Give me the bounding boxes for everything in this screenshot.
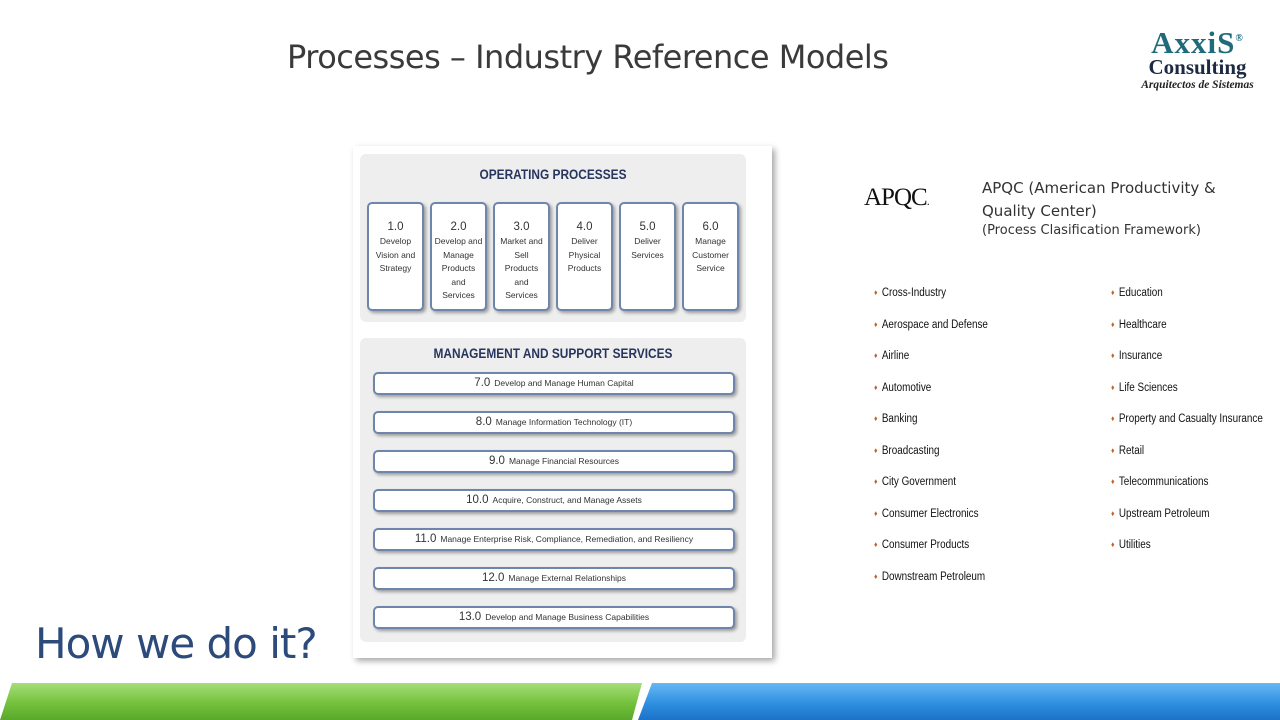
bullet-icon: ♦ <box>874 445 878 455</box>
industry-label: Property and Casualty Insurance <box>1118 413 1263 425</box>
industry-label: Upstream Petroleum <box>1118 507 1210 520</box>
industry-item: ♦Consumer Electronics <box>874 506 988 538</box>
bullet-icon: ♦ <box>1111 540 1115 549</box>
industry-item: ♦Utilities <box>1111 537 1263 569</box>
industry-item: ♦City Government <box>874 474 988 506</box>
industry-label: Cross-Industry <box>881 287 947 299</box>
industry-label: City Government <box>881 476 957 488</box>
industry-label: Life Sciences <box>1118 381 1178 394</box>
industry-item: ♦Property and Casualty Insurance <box>1111 411 1263 443</box>
industry-item: ♦Automotive <box>874 380 988 412</box>
bullet-icon: ♦ <box>1111 351 1115 360</box>
industry-item: ♦Cross-Industry <box>874 285 988 317</box>
bullet-icon: ♦ <box>874 382 878 392</box>
industry-list-left: ♦Cross-Industry♦Aerospace and Defense♦Ai… <box>874 285 1006 600</box>
industry-item: ♦Consumer Products <box>874 537 988 569</box>
industry-label: Utilities <box>1118 539 1151 551</box>
industry-item: ♦Telecommunications <box>1111 474 1263 506</box>
footer-question: How we do it? <box>35 619 318 668</box>
industry-item: ♦Downstream Petroleum <box>874 569 988 601</box>
industry-label: Education <box>1118 287 1163 299</box>
footer-bar-blue <box>638 683 1280 720</box>
industry-label: Retail <box>1118 444 1145 457</box>
apqc-subtitle: (Process Clasification Framework) <box>982 223 1201 238</box>
industry-label: Consumer Products <box>881 539 970 551</box>
logo-consulting: Consulting <box>1148 55 1247 79</box>
apqc-name: APQC (American Productivity & Quality Ce… <box>982 179 1216 220</box>
axxis-logo: AxxiS® Consulting Arquitectos de Sistema… <box>1130 25 1265 103</box>
industry-item: ♦Retail <box>1111 443 1263 475</box>
bullet-icon: ♦ <box>1111 508 1115 518</box>
bullet-icon: ♦ <box>874 414 878 423</box>
industry-label: Telecommunications <box>1118 476 1209 488</box>
bullet-icon: ♦ <box>874 540 878 549</box>
industry-label: Aerospace and Defense <box>881 318 988 331</box>
bullet-icon: ♦ <box>1111 382 1115 392</box>
industry-label: Broadcasting <box>881 444 940 457</box>
industry-item: ♦Upstream Petroleum <box>1111 506 1263 538</box>
industry-label: Downstream Petroleum <box>881 570 986 583</box>
industry-label: Consumer Electronics <box>881 507 979 520</box>
logo-brand: AxxiS® <box>1151 25 1244 60</box>
industry-item: ♦Airline <box>874 348 988 380</box>
industry-label: Airline <box>881 350 910 362</box>
bullet-icon: ♦ <box>1111 288 1115 297</box>
industry-label: Banking <box>881 413 918 425</box>
industry-item: ♦Broadcasting <box>874 443 988 475</box>
slide-title: Processes – Industry Reference Models <box>287 38 889 76</box>
bullet-icon: ♦ <box>874 288 878 297</box>
industry-list-right: ♦Education♦Healthcare♦Insurance♦Life Sci… <box>1111 285 1280 569</box>
bullet-icon: ♦ <box>1111 319 1115 329</box>
bullet-icon: ♦ <box>1111 445 1115 455</box>
bullet-icon: ♦ <box>1111 477 1115 486</box>
operating-processes-heading: OPERATING PROCESSES <box>479 167 627 182</box>
bullet-icon: ♦ <box>874 477 878 486</box>
bullet-icon: ♦ <box>874 571 878 581</box>
industry-item: ♦Life Sciences <box>1111 380 1263 412</box>
bullet-icon: ♦ <box>874 351 878 360</box>
bullet-icon: ♦ <box>874 508 878 518</box>
industry-label: Insurance <box>1118 350 1163 362</box>
industry-label: Automotive <box>881 381 932 394</box>
apqc-logo-text: APQC <box>864 184 928 211</box>
bullet-icon: ♦ <box>1111 414 1115 423</box>
industry-item: ♦Healthcare <box>1111 317 1263 349</box>
industry-item: ♦Aerospace and Defense <box>874 317 988 349</box>
logo-tagline: Arquitectos de Sistemas <box>1141 79 1254 91</box>
footer-bar-green <box>0 683 642 720</box>
management-support-heading: MANAGEMENT AND SUPPORT SERVICES <box>433 346 673 361</box>
industry-label: Healthcare <box>1118 318 1167 331</box>
industry-item: ♦Banking <box>874 411 988 443</box>
industry-item: ♦Education <box>1111 285 1263 317</box>
bullet-icon: ♦ <box>874 319 878 329</box>
industry-item: ♦Insurance <box>1111 348 1263 380</box>
apqc-logo: APQC. <box>864 184 930 211</box>
